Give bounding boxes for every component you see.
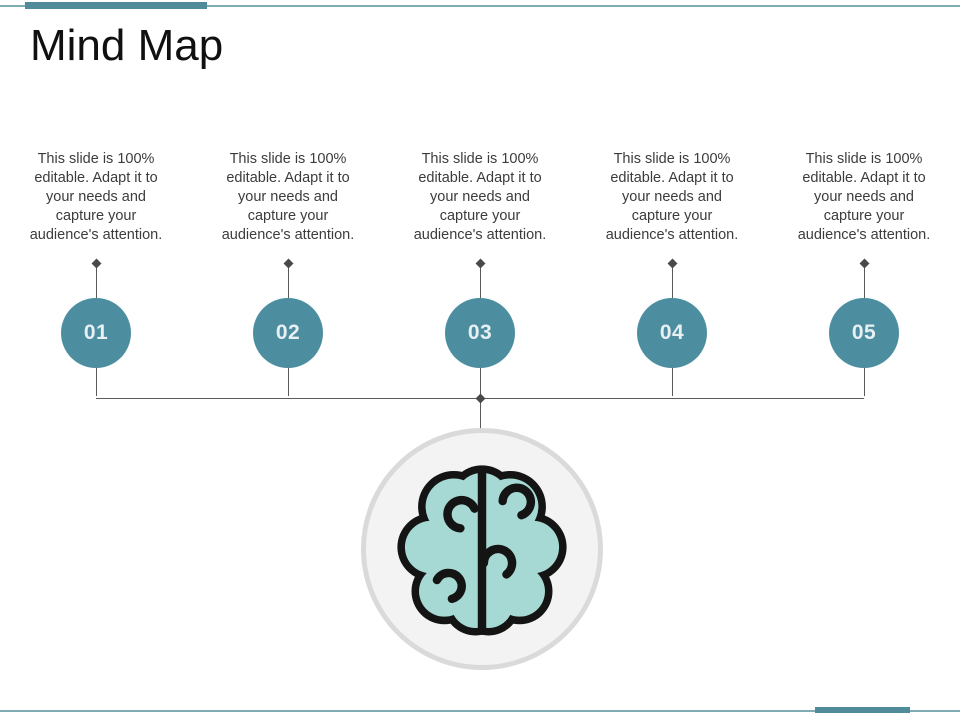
node-circle-03: 03 [445,298,515,368]
connector-stem [671,368,673,396]
bottom-accent-bar [815,707,910,713]
connector-stem [671,267,673,298]
connector-stem [95,267,97,298]
connector-stem [287,368,289,396]
top-accent-line [0,5,960,7]
connector-stem [863,267,865,298]
node-number: 01 [83,321,109,344]
bottom-accent-line [0,710,960,712]
node-number: 02 [275,321,301,344]
node-circle-05: 05 [829,298,899,368]
top-accent-bar [25,2,207,9]
hub-circle [361,428,603,670]
node-number: 03 [467,321,493,344]
connector-stem [479,267,481,298]
node-circle-04: 04 [637,298,707,368]
brain-icon [397,465,567,636]
node-circle-02: 02 [253,298,323,368]
connector-center-stem [480,398,481,429]
diamond-marker [667,258,677,269]
node-number: 04 [659,321,685,344]
connector-stem [95,368,97,396]
node-number: 05 [851,321,877,344]
page-title: Mind Map [30,21,224,70]
connector-stem [287,267,289,298]
connector-stem [863,368,865,396]
connector-stem [479,368,481,396]
diamond-marker [91,258,101,269]
diamond-marker [283,258,293,269]
diamond-marker [859,258,869,269]
node-circle-01: 01 [61,298,131,368]
diamond-marker [475,258,485,269]
